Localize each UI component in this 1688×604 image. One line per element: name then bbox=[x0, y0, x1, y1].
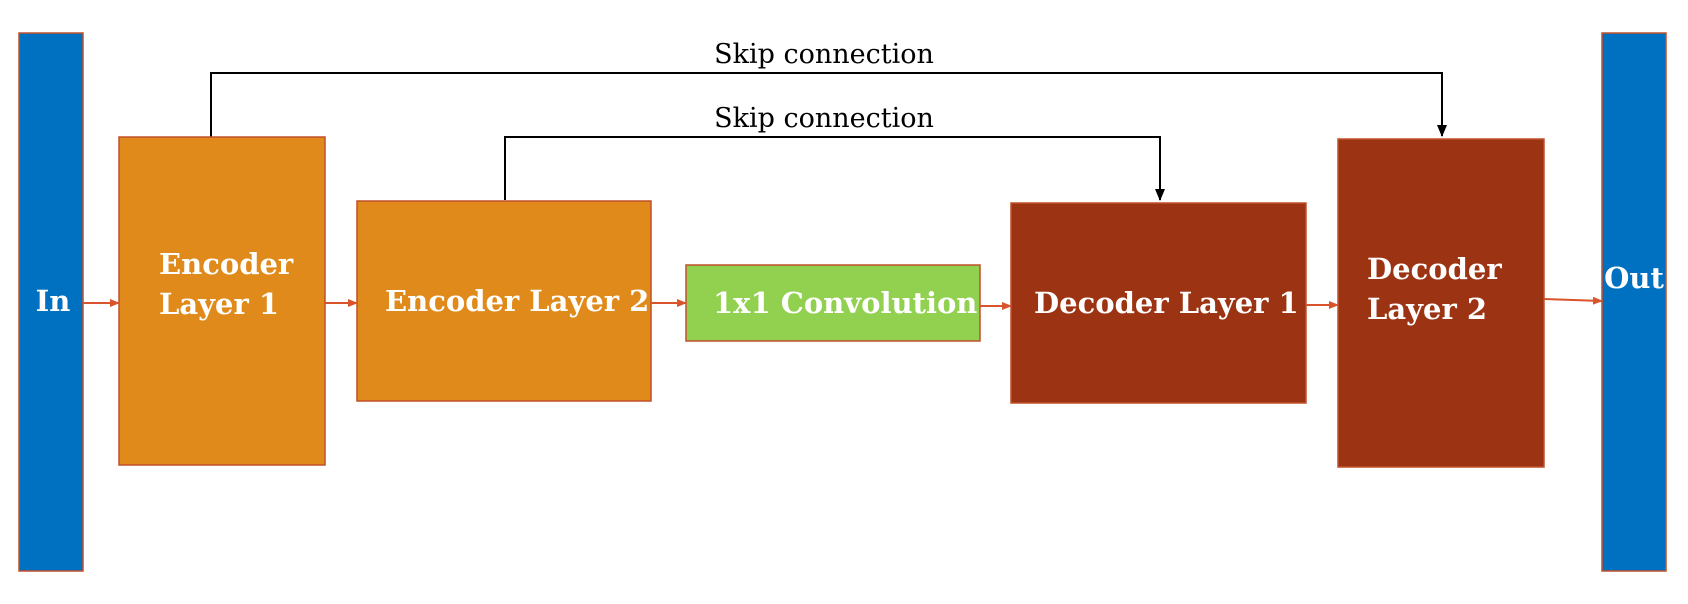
arrow-decoder-2-to-out bbox=[1543, 296, 1603, 305]
decoder-layer-1-block bbox=[1010, 202, 1307, 404]
decoder-layer-2-label-line-1: Decoder bbox=[1367, 252, 1502, 286]
skip-connection-outer-label: Skip connection bbox=[714, 39, 934, 70]
output-block bbox=[1601, 32, 1667, 572]
conv-1x1-block bbox=[685, 264, 981, 342]
encoder-layer-1-block bbox=[118, 136, 326, 466]
decoder-layer-1-label: Decoder Layer 1 bbox=[1034, 286, 1299, 320]
skip-connection-outer-line bbox=[210, 72, 1447, 137]
input-block bbox=[18, 32, 84, 572]
skip-connection-inner-label: Skip connection bbox=[714, 103, 934, 134]
output-label: Out bbox=[1604, 261, 1664, 295]
encoder-layer-2-label: Encoder Layer 2 bbox=[385, 284, 649, 318]
conv-1x1-label: 1x1 Convolution bbox=[713, 286, 977, 320]
encoder-layer-1-label-line-2: Layer 1 bbox=[159, 287, 279, 321]
input-label: In bbox=[36, 284, 71, 318]
skip-connection-inner-line bbox=[504, 136, 1165, 201]
decoder-layer-2-label-line-2: Layer 2 bbox=[1367, 292, 1487, 326]
decoder-layer-2-block bbox=[1337, 138, 1545, 468]
encoder-layer-2-block bbox=[356, 200, 652, 402]
encoder-layer-1-label-line-1: Encoder bbox=[159, 247, 294, 281]
